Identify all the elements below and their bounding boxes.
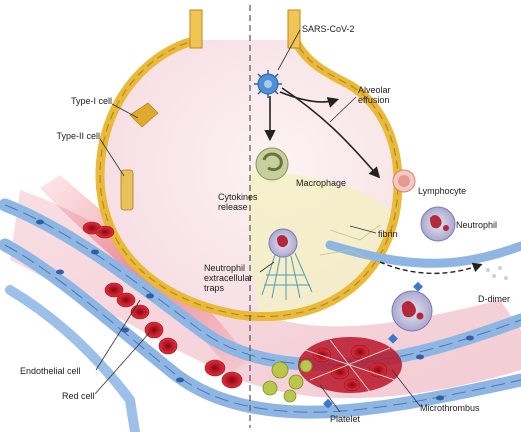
alveolar-duct-right [288, 10, 300, 48]
label-macrophage: Macrophage [296, 178, 346, 188]
neutrophil-in-vessel [392, 291, 432, 331]
label-neutrophil-extracellular-traps: Neutrophil extracellular traps [204, 263, 262, 293]
label-fibrin: fibrin [378, 229, 398, 239]
label-red-cell: Red cell [62, 391, 95, 401]
label-endothelial-cell: Endothelial cell [20, 366, 81, 376]
microthrombus-clot [298, 337, 402, 393]
label-sars-cov-2: SARS-CoV-2 [302, 24, 355, 34]
label-type-ii-cell: Type-II cell [38, 131, 100, 141]
alveolar-duct-left [190, 10, 202, 48]
label-type-i-cell: Type-I cell [50, 96, 112, 106]
type-ii-cell-shape [121, 170, 133, 210]
lymphocyte-cell [393, 170, 415, 192]
label-cytokines-release: Cytokines release [218, 192, 268, 212]
label-d-dimer: D-dimer [478, 294, 510, 304]
virus-particle [254, 70, 282, 98]
neutrophil-cell [421, 207, 455, 241]
label-lymphocyte: Lymphocyte [418, 186, 466, 196]
d-dimer-particles [486, 266, 508, 280]
macrophage-cell [256, 148, 288, 180]
label-microthrombus: Microthrombus [420, 403, 480, 413]
label-platelet: Platelet [330, 414, 360, 424]
label-alveolar-effusion: Alveolar effusion [358, 85, 406, 105]
label-neutrophil: Neutrophil [456, 220, 497, 230]
